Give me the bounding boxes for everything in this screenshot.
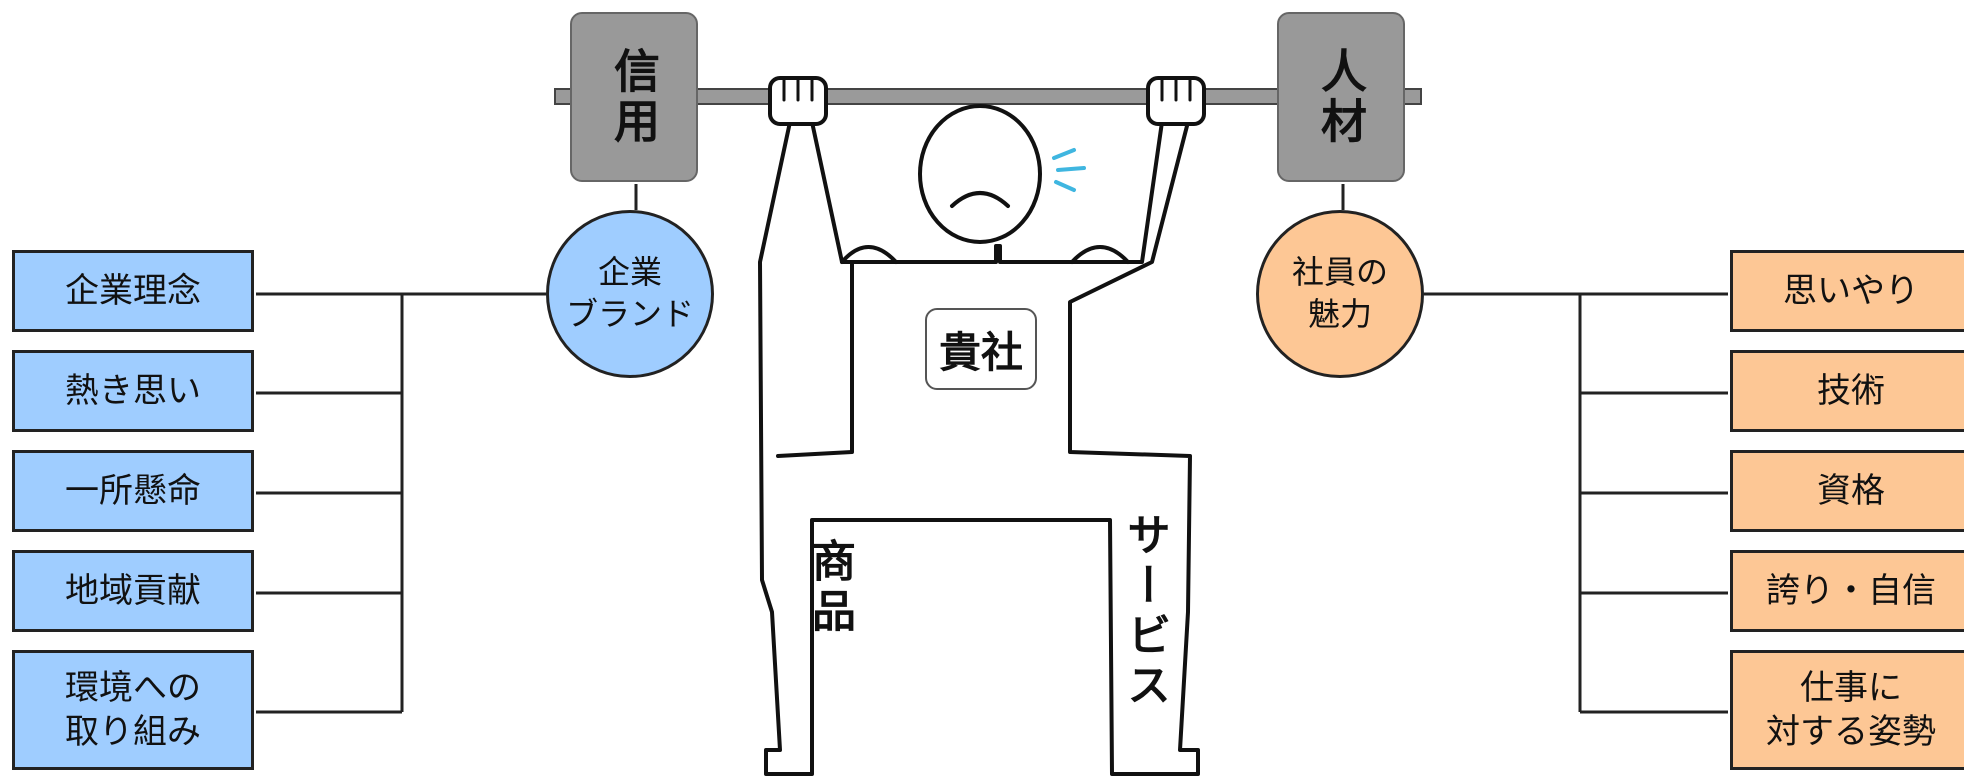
- right-item-box: 思いやり: [1730, 250, 1964, 332]
- lifter-figure: [758, 76, 1206, 776]
- plate-right: 人材: [1277, 12, 1405, 182]
- lifter-torso: [776, 260, 854, 458]
- right-item-box: 資格: [1730, 450, 1964, 532]
- left-item-box: 熱き思い: [12, 350, 254, 432]
- lifter-mouth: [950, 191, 1010, 208]
- chest-label: 貴社: [925, 308, 1037, 390]
- circle-corporate-brand: 企業 ブランド: [546, 210, 714, 378]
- left-connectors: [256, 292, 546, 714]
- lifter-head: [918, 104, 1042, 244]
- right-item-box: 技術: [1730, 350, 1964, 432]
- right-item-box: 誇り・自信: [1730, 550, 1964, 632]
- left-leg-label: 商品: [804, 538, 855, 638]
- right-leg-label: サービス: [1119, 512, 1170, 712]
- lifter-shoulder-left: [840, 245, 898, 264]
- left-item-box: 一所懸命: [12, 450, 254, 532]
- right-item-box: 仕事に 対する姿勢: [1730, 650, 1964, 770]
- circle-employee-appeal: 社員の 魅力: [1256, 210, 1424, 378]
- plate-left: 信用: [570, 12, 698, 182]
- left-item-box: 環境への 取り組み: [12, 650, 254, 770]
- lifter-body: [758, 120, 1200, 776]
- lifter-shoulder-right: [1070, 245, 1130, 264]
- right-connectors: [1424, 292, 1728, 714]
- left-item-box: 企業理念: [12, 250, 254, 332]
- sweat-marks: [1052, 148, 1086, 192]
- left-item-box: 地域貢献: [12, 550, 254, 632]
